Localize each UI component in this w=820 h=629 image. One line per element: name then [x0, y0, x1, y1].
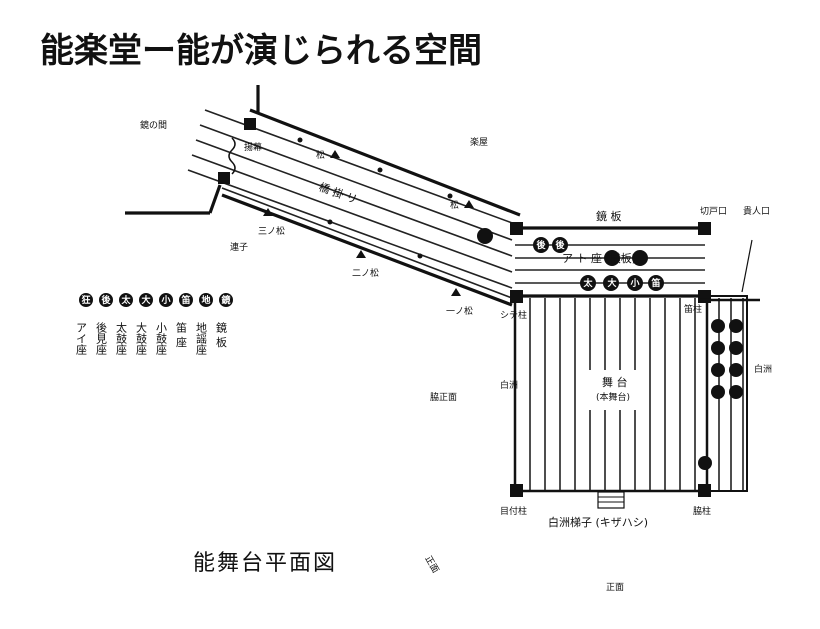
fue-pillar-label: 笛柱 — [684, 303, 702, 315]
legend-mark-circle — [219, 293, 233, 307]
musician-hue-mark: 笛 — [650, 277, 660, 289]
legend-mark-circle — [199, 293, 213, 307]
kizahashi-stairs — [597, 491, 625, 509]
legend-label: 地謡座 — [195, 322, 208, 355]
page-title: 能楽堂ー能が演じられる空間 — [40, 31, 482, 71]
musician-kotsuzumi-mark: 小 — [629, 277, 639, 289]
legend-label: 鏡 板 — [215, 321, 228, 348]
shirasu-right-label: 白洲 — [754, 363, 772, 375]
kagami-no-ma-label: 鏡の間 — [140, 119, 167, 131]
main-stage-sublabel: (本舞台) — [596, 391, 630, 403]
legend-mark: 笛 — [180, 294, 190, 306]
jiutai-seats — [711, 319, 743, 399]
koken-mark-a: 後 — [536, 239, 546, 251]
agemaku-wall — [125, 85, 260, 215]
corner-pillar-kagami-right — [698, 222, 711, 235]
legend-mark: 太 — [120, 294, 131, 306]
kirido-label: 切戸口 — [700, 206, 727, 217]
gakuya-label: 楽屋 — [470, 136, 488, 148]
renji-label: 連子 — [230, 241, 248, 253]
musician-otsuzumi-mark: 大 — [607, 277, 616, 289]
musician-taiko-mark: 太 — [582, 277, 593, 289]
legend-mark: 地 — [201, 294, 210, 306]
caption: 能舞台平面図 — [193, 551, 337, 576]
koken-mark-b: 後 — [555, 239, 565, 251]
pine-b-label: 松 — [450, 199, 459, 211]
pine-markers — [263, 150, 474, 296]
pine-third-label: 三ノ松 — [258, 225, 285, 237]
legend-label: アイ座 — [75, 322, 88, 355]
atoza-label: ア ト 座 (横板) — [562, 251, 636, 265]
legend-mark-circle — [99, 293, 113, 307]
waki-pillar — [698, 484, 711, 497]
main-stage-label: 舞 台 — [602, 375, 628, 389]
legend-mark: 狂 — [81, 294, 90, 306]
shomen-label-b: 正面 — [606, 582, 624, 593]
pine-a-label: 松 — [316, 149, 325, 161]
kinin-guchi-arrow — [741, 239, 753, 293]
legend-mark: 大 — [141, 294, 150, 306]
legend-label: 小鼓座 — [155, 322, 168, 355]
legend-mark: 鏡 — [220, 294, 230, 306]
shirasu-left-label: 白洲 — [500, 379, 518, 391]
kinin-guchi-label: 貴人口 — [743, 205, 770, 217]
legend-mark-circle — [79, 293, 93, 307]
waki-shomen-label: 脇正面 — [430, 392, 457, 403]
legend-label: 後見座 — [95, 321, 108, 355]
legend-label: 大鼓座 — [135, 321, 148, 355]
waki-pillar-label: 脇柱 — [693, 505, 711, 517]
hashigakari-bridge — [187, 108, 521, 307]
pine-second-label: 二ノ松 — [352, 267, 379, 279]
shite-pillar — [510, 290, 523, 303]
agemaku-label: 揚幕 — [244, 141, 262, 153]
kagami-ita-label: 鏡 板 — [596, 209, 622, 223]
legend-mark: 後 — [101, 294, 111, 306]
musician-seats — [477, 228, 712, 470]
legend-mark-circle — [179, 293, 193, 307]
corner-pillar-kagami-left — [510, 222, 523, 235]
pine-first-label: 一ノ松 — [446, 305, 473, 317]
metsuke-pillar — [510, 484, 523, 497]
legend-mark-circle — [119, 293, 133, 307]
metsuke-pillar-label: 目付柱 — [500, 505, 527, 517]
shomen-label-a: 正面 — [422, 554, 441, 575]
legend-label: 太鼓座 — [115, 322, 128, 355]
legend-mark-circle — [139, 293, 153, 307]
kizahashi-label: 白洲梯子 (キザハシ) — [548, 515, 648, 529]
legend-label: 笛 座 — [175, 321, 188, 348]
shite-pillar-label: シテ柱 — [500, 309, 527, 321]
legend-mark: 小 — [160, 294, 170, 306]
legend-mark-circle — [159, 293, 173, 307]
